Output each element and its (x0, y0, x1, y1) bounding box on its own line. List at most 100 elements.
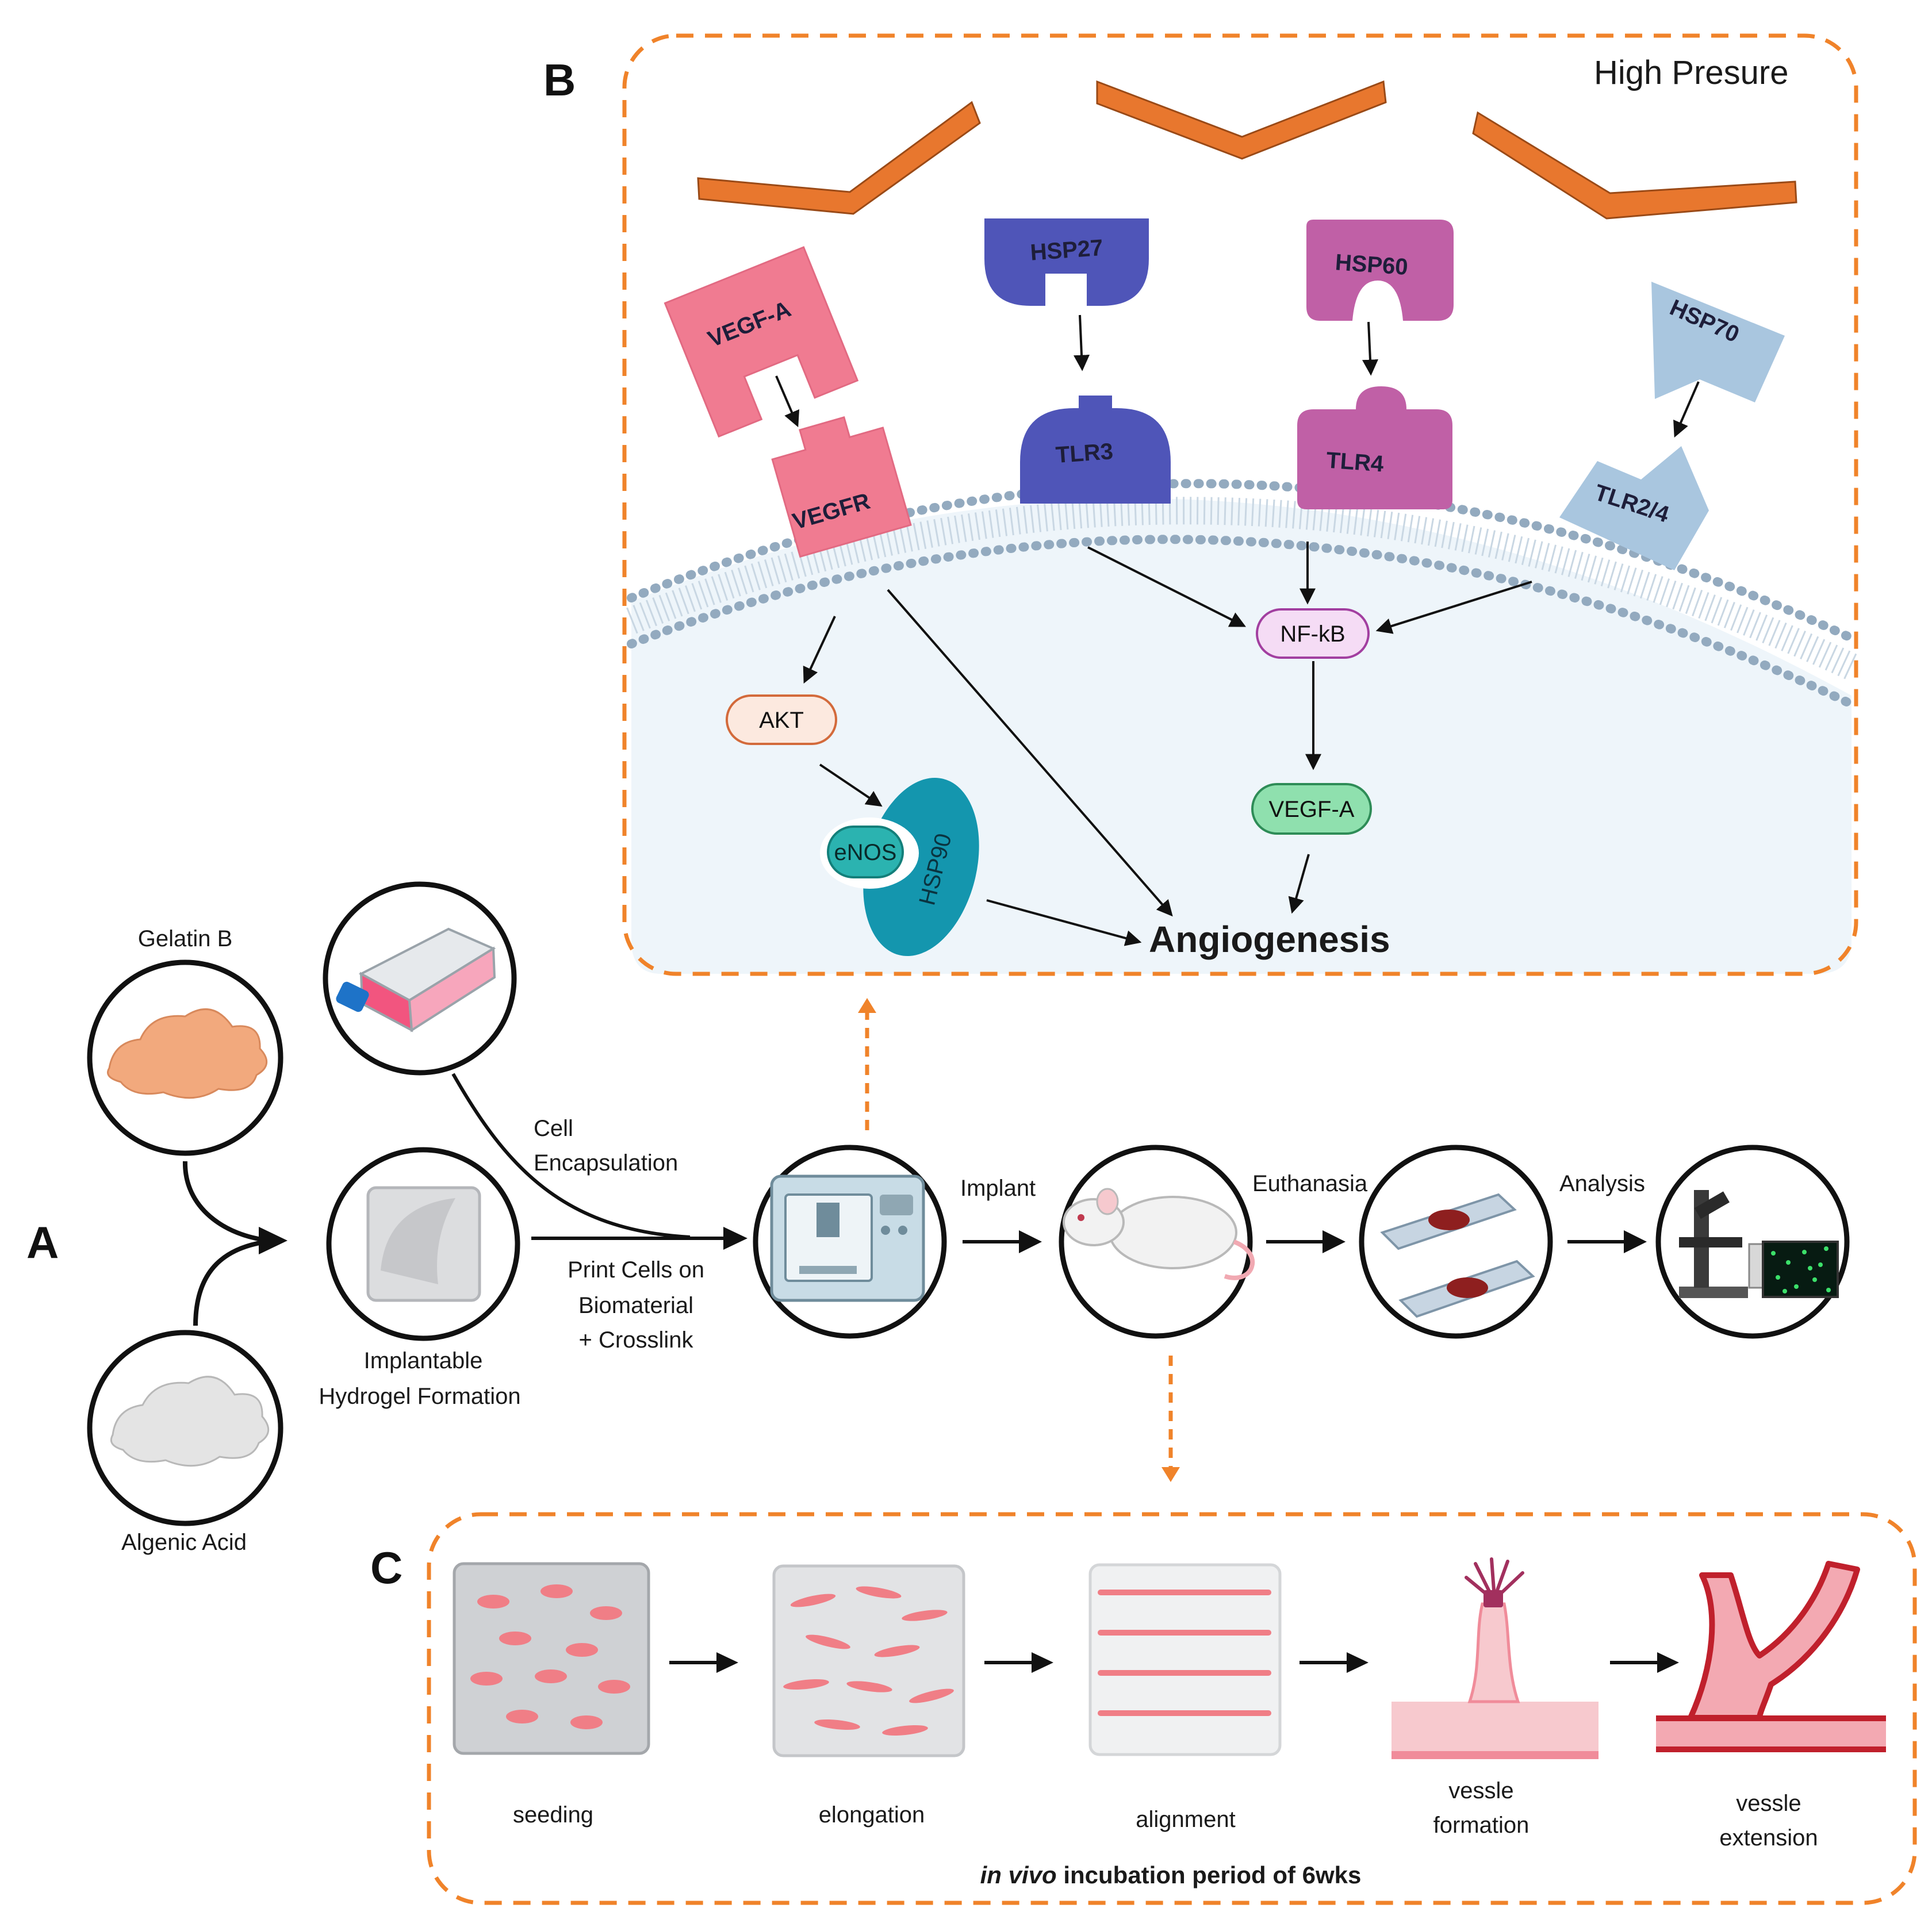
stage-2-label: elongation (819, 1802, 925, 1828)
vegfa-ligand-shape (664, 246, 859, 438)
panel-a-letter: A (26, 1217, 59, 1268)
tissue-slides-icon (1380, 1193, 1535, 1318)
high-pressure-label: High Presure (1594, 54, 1788, 91)
alginate-label: Algenic Acid (121, 1530, 247, 1555)
arrow-vegfr-angiogenesis (887, 589, 1173, 917)
hsp70-ligand-shape (1651, 282, 1785, 402)
implant-arrowhead (1019, 1230, 1042, 1253)
cell-label-1: Cell (534, 1116, 573, 1141)
hydrogel-sheen (381, 1198, 455, 1284)
vegfr-receptor-shape (771, 416, 912, 558)
gelatin-blob-icon (107, 1008, 268, 1099)
caption-rest: incubation period of 6wks (1057, 1861, 1362, 1888)
euthanasia-label: Euthanasia (1252, 1171, 1368, 1196)
stage-alignment-icon (1088, 1563, 1282, 1756)
akt-node (726, 694, 837, 745)
tlr3-receptor-label: TLR3 (1055, 439, 1114, 468)
panel-b-letter: B (543, 55, 576, 105)
enos-shape (827, 826, 904, 878)
stage-3-label: alignment (1136, 1807, 1235, 1832)
hsp27-ligand-shape (984, 218, 1149, 306)
membrane-tails (626, 497, 1858, 680)
nfkb-node (1256, 608, 1370, 659)
tlr4-receptor-shape (1297, 386, 1452, 509)
euthanasia-arrowhead (1322, 1230, 1346, 1253)
vegfa-node (1251, 783, 1372, 835)
pressure-plate-left (697, 101, 981, 215)
membrane-outer-leaflet (627, 479, 1856, 643)
print-label-2: Biomaterial (578, 1293, 693, 1318)
connector-up-arrowhead (858, 998, 876, 1013)
stage-2-3-arrowhead (1032, 1652, 1053, 1673)
stage-3-4-arrowhead (1347, 1652, 1368, 1673)
stage-5-label-2: extension (1719, 1825, 1818, 1851)
tlr24-receptor-shape (1559, 446, 1709, 570)
stage-1-label: seeding (513, 1802, 593, 1828)
implant-label: Implant (960, 1176, 1036, 1201)
printer-arrowhead (723, 1227, 747, 1250)
arrow-alginate-merge (193, 1238, 277, 1326)
hsp27-ligand-label: HSP27 (1029, 235, 1104, 266)
analysis-label: Analysis (1559, 1171, 1645, 1196)
stage-4-label-2: formation (1433, 1813, 1529, 1838)
vegfa-node-label: VEGF-A (1269, 797, 1355, 822)
cell-label-2: Encapsulation (534, 1150, 678, 1176)
panel-c: C (370, 1512, 1917, 1905)
arrow-akt-enos (819, 763, 883, 807)
arrow-cells-printer (451, 1073, 691, 1239)
panel-c-caption: in vivo incubation period of 6wks (980, 1861, 1362, 1888)
print-label-1: Print Cells on (568, 1257, 704, 1283)
stage-vessel-extension-icon (1656, 1561, 1886, 1752)
hsp60-ligand-shape (1306, 220, 1454, 321)
stage-4-label-1: vessle (1448, 1778, 1513, 1803)
pressure-plate-middle (1096, 80, 1387, 160)
print-label-3: + Crosslink (579, 1327, 694, 1353)
connector-down-arrowhead (1162, 1467, 1180, 1482)
stage-elongation-icon (772, 1564, 965, 1757)
arrow-vegfa-vegfr (775, 375, 800, 428)
hsp60-ligand-label: HSP60 (1335, 249, 1409, 280)
bioprinter-icon (770, 1174, 925, 1302)
pressure-plate-right (1472, 111, 1797, 220)
panel-c-letter: C (370, 1542, 402, 1593)
alginate-blob-icon (110, 1376, 269, 1467)
panel-b: B High Presure VEGF-A VEGFR HSP27 TLR3 H… (543, 33, 1858, 976)
arrow-tlr24-nfkb (1375, 581, 1532, 634)
enos-label: eNOS (834, 840, 897, 865)
hydrogel-label-2: Hydrogel Formation (319, 1384, 520, 1409)
analysis-arrowhead (1624, 1230, 1647, 1253)
arrow-hsp60-tlr4 (1362, 321, 1378, 376)
panel-b-border (622, 33, 1858, 976)
angiogenesis-label: Angiogenesis (1149, 919, 1390, 960)
stage-1-2-arrowhead (716, 1652, 738, 1673)
hsp90-enos-complex: eNOS HSP90 (820, 777, 979, 957)
arrow-tlr3-nfkb (1087, 546, 1247, 627)
stage-vessel-formation-icon (1392, 1557, 1598, 1759)
stage-5-label-1: vessle (1736, 1791, 1801, 1816)
arrow-hsp90-angiogenesis (986, 899, 1142, 946)
microscope-icon (1679, 1190, 1839, 1298)
stage-seeding-icon (453, 1562, 650, 1755)
arrow-hsp70-tlr24 (1673, 381, 1700, 438)
caption-in-vivo: in vivo (980, 1861, 1057, 1888)
panel-a: A Gelatin B Algenic Acid Implantable Hyd… (26, 881, 1850, 1555)
tlr4-receptor-label: TLR4 (1325, 448, 1385, 477)
panel-c-border (427, 1512, 1917, 1905)
slides-circle (1359, 1145, 1553, 1339)
arrow-vegfa-angiogenesis (1288, 854, 1310, 914)
membrane-inner-leaflet (627, 535, 1856, 709)
arrow-vegfr-akt (803, 616, 836, 684)
mouse-icon (1063, 1188, 1255, 1280)
gelatin-label: Gelatin B (138, 926, 233, 951)
nfkb-label: NF-kB (1280, 621, 1345, 647)
tlr3-receptor-shape (1020, 396, 1171, 504)
hydrogel-label-1: Implantable (364, 1348, 483, 1373)
merge-arrowhead (259, 1227, 288, 1254)
akt-label: AKT (759, 708, 804, 733)
arrow-gelatin-merge (182, 1161, 271, 1243)
arrow-hsp27-tlr3 (1074, 314, 1090, 371)
culture-flask-icon (336, 927, 496, 1032)
fluorescence-dots (1771, 1246, 1831, 1293)
stage-4-5-arrowhead (1657, 1652, 1679, 1673)
